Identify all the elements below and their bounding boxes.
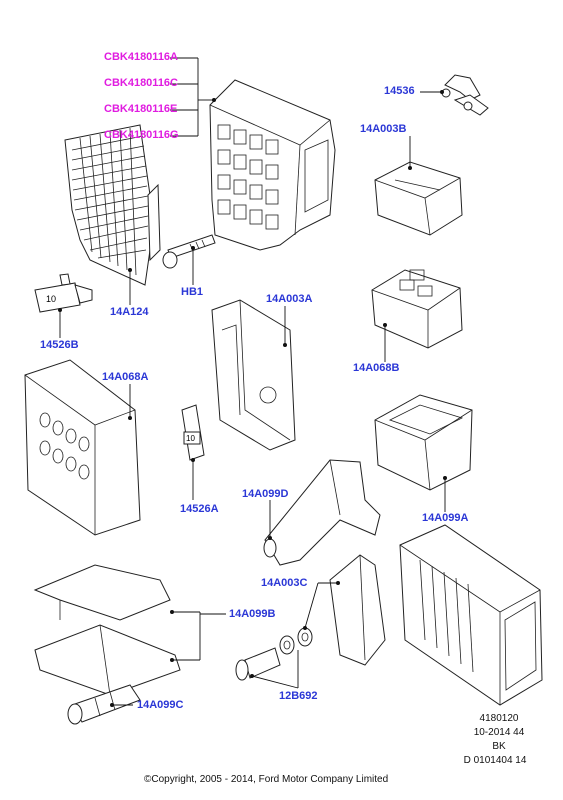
copyright-notice: ©Copyright, 2005 - 2014, Ford Motor Comp… [144, 774, 389, 785]
clip-14536 [441, 74, 489, 116]
grommet-12b692 [235, 627, 313, 681]
ecu-module [399, 524, 543, 706]
callout-14a099a: 14A099A [422, 512, 469, 524]
callout-14a068a: 14A068A [102, 371, 149, 383]
callout-14a099d: 14A099D [242, 488, 289, 500]
junction-box-cbk4180116 [209, 79, 336, 251]
callout-cbk4180116e: CBK4180116E [104, 103, 178, 115]
harness-bracket-14a099d [263, 459, 381, 566]
fuse-rating-text: 10 [46, 294, 56, 304]
callout-14526a: 14526A [180, 503, 219, 515]
callout-14a124: 14A124 [110, 306, 149, 318]
harness-channel-14a099b [33, 564, 181, 696]
callout-cbk4180116c: CBK4180116C [104, 77, 178, 89]
bolt-hb1 [162, 234, 216, 269]
bracket-14a003a [211, 299, 296, 451]
ref-line-1: 4180120 [479, 713, 519, 724]
callout-14a003b: 14A003B [360, 123, 407, 135]
callout-14a003c: 14A003C [261, 577, 308, 589]
callout-14a003a: 14A003A [266, 293, 313, 305]
callout-14526b: 14526B [40, 339, 79, 351]
callout-14a068b: 14A068B [353, 362, 400, 374]
connector-14a099c [67, 684, 141, 725]
strip-fuse-14526a: 10 [181, 404, 205, 461]
callout-12b692: 12B692 [279, 690, 318, 702]
callout-14a099b: 14A099B [229, 608, 276, 620]
leader-lines [59, 57, 446, 706]
ref-line-4: D 0101404 14 [463, 755, 527, 766]
callout-14a099c: 14A099C [137, 699, 184, 711]
relay-socket-14a068b [371, 269, 463, 349]
leader-dots [58, 90, 447, 707]
relay-box-14a099a [374, 394, 473, 491]
relay-14a003b [374, 161, 463, 236]
mini-fuse-14526b: 10 [34, 273, 93, 313]
fuse-block-14a068a [24, 359, 141, 536]
fuse-box-cover-14a124 [64, 124, 161, 286]
callout-cbk4180116a: CBK4180116A [104, 51, 178, 63]
ref-line-3: BK [492, 741, 506, 752]
callout-hb1: HB1 [181, 286, 204, 298]
shield-14a003c [329, 554, 386, 666]
callout-cbk4180116g: CBK4180116G [104, 129, 179, 141]
strip-fuse-rating-text: 10 [186, 434, 195, 443]
callout-14536: 14536 [384, 85, 415, 97]
ref-line-2: 10-2014 44 [473, 727, 525, 738]
